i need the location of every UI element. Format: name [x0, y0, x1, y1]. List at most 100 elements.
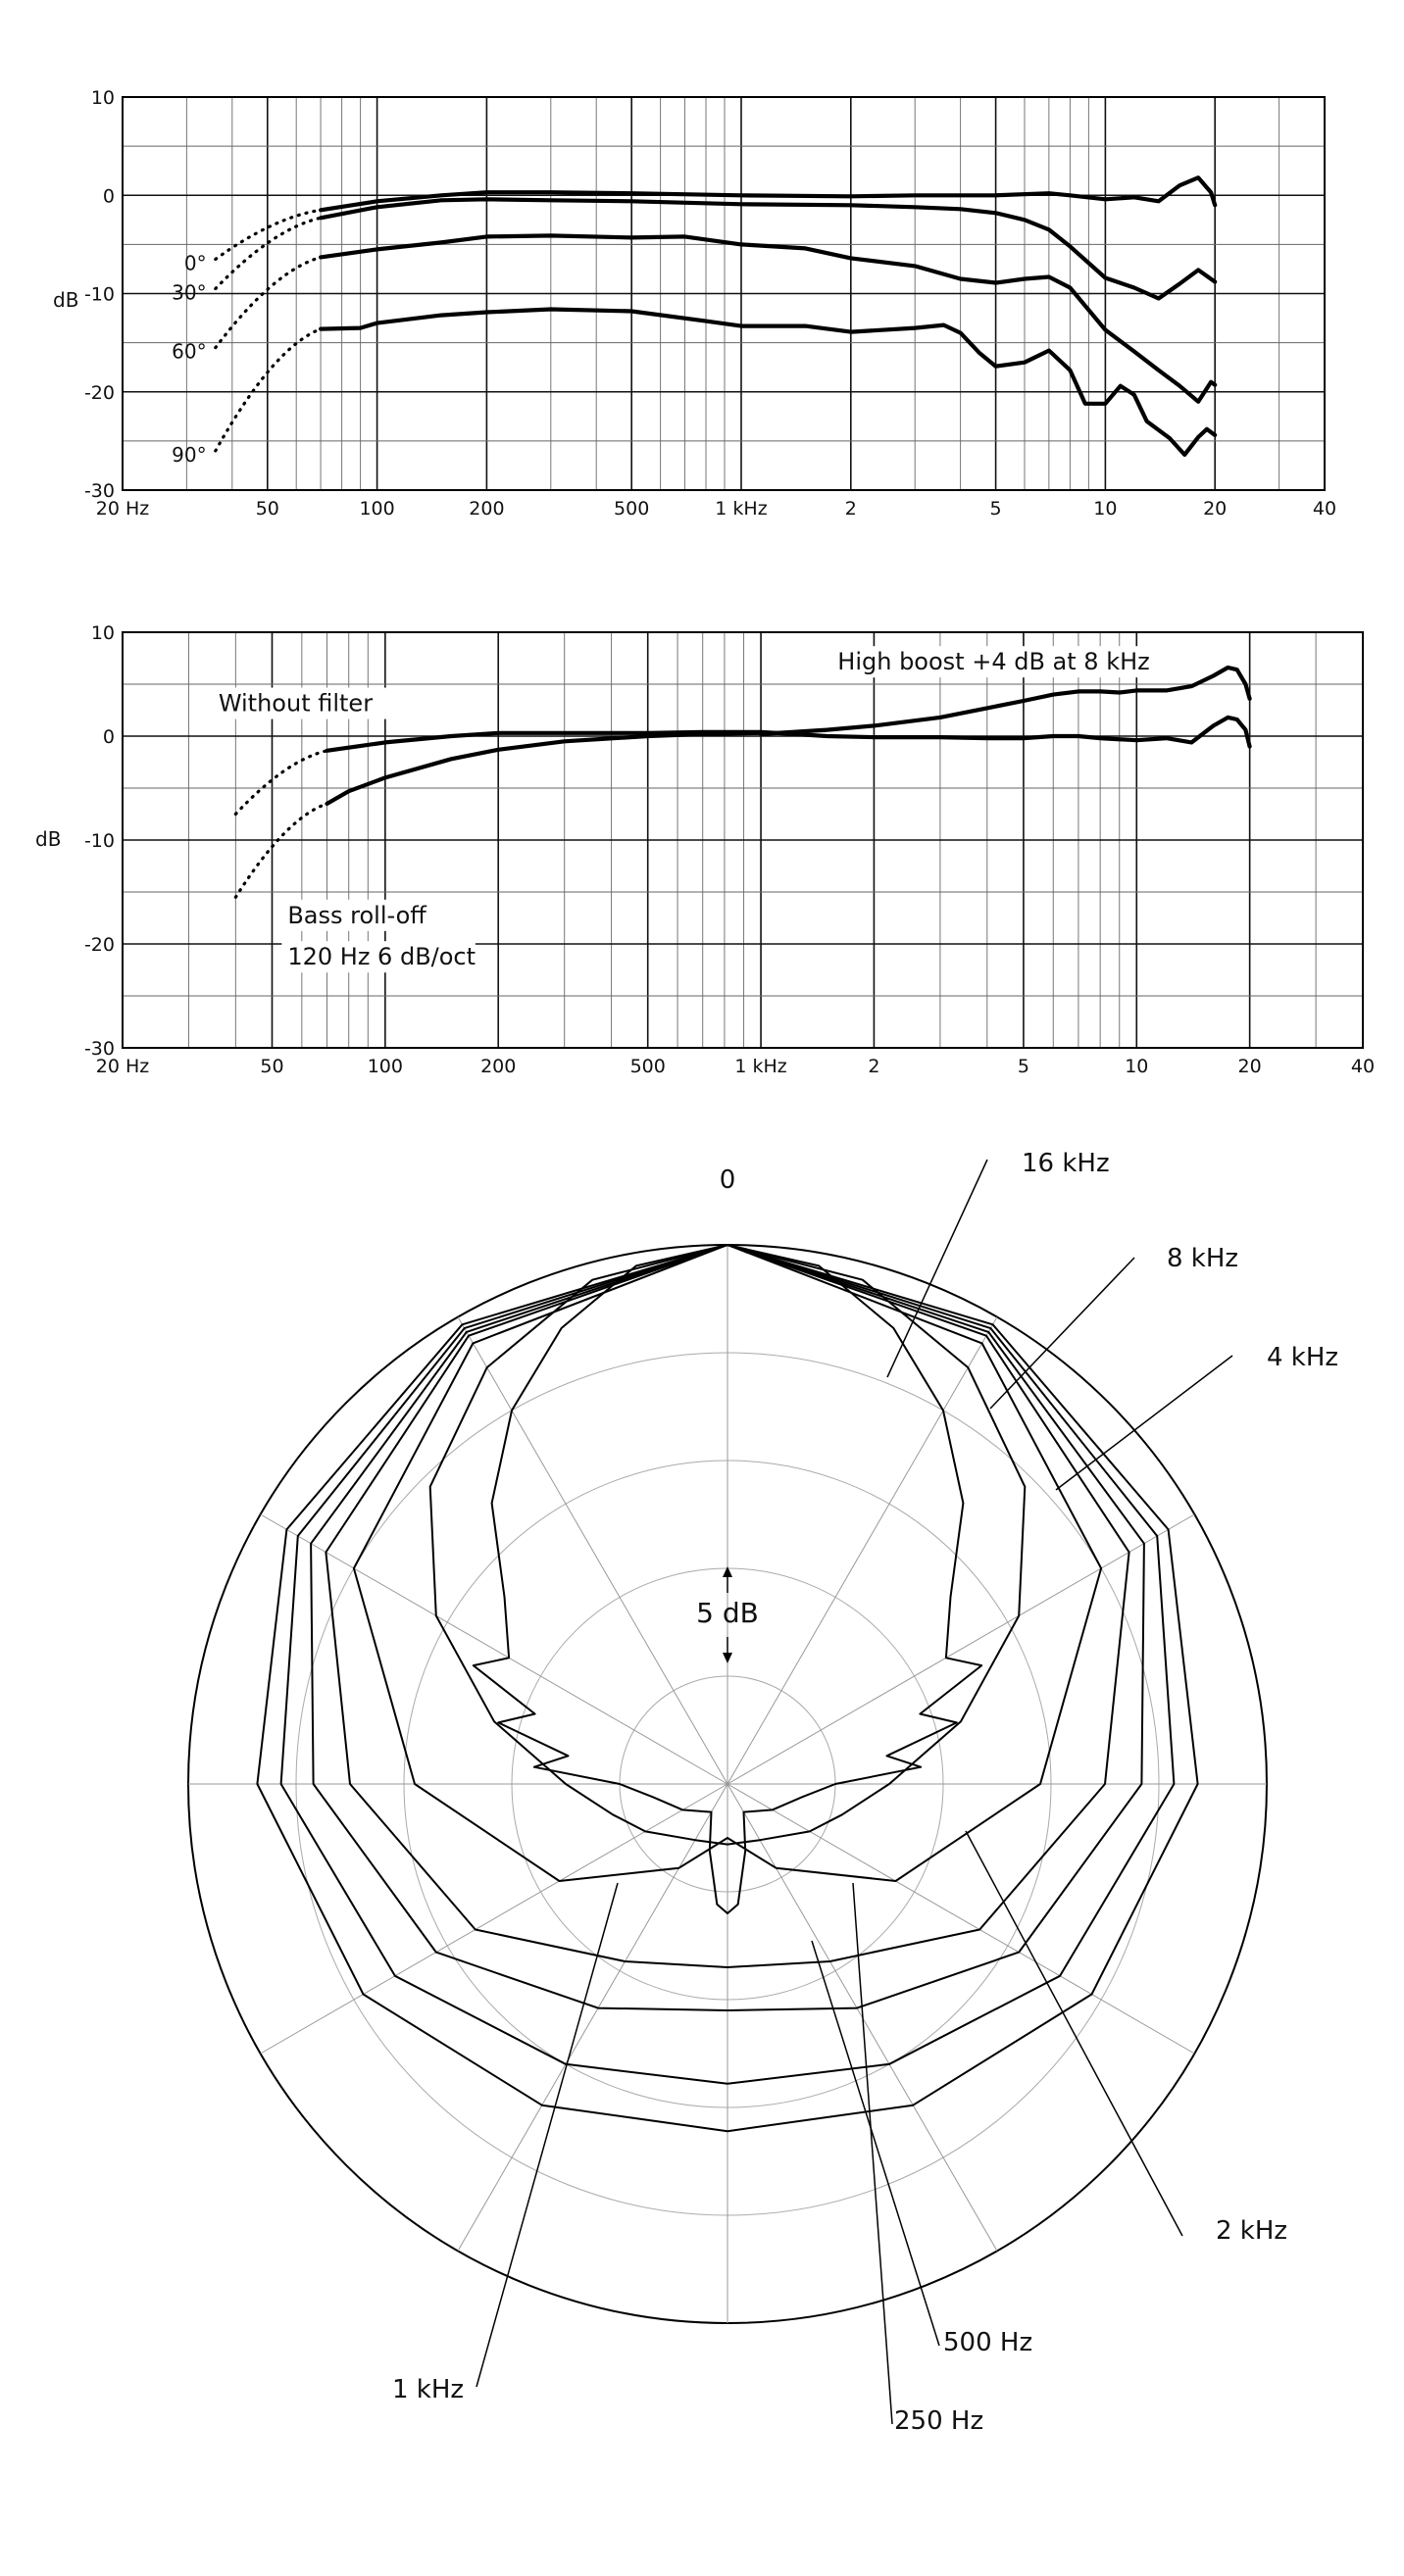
x-tick-label: 200: [469, 498, 504, 520]
polar-series-labels: 16 kHz 8 kHz 4 kHz 2 kHz 500 Hz 250 Hz 1 kHz: [392, 1149, 1338, 2436]
series-label: 60°: [172, 340, 206, 364]
series-line: [319, 307, 1218, 457]
polar-series-label: 4 kHz: [1267, 1343, 1338, 1372]
x-tick-label: 50: [256, 498, 279, 520]
annotation-text: High boost +4 dB at 8 kHz: [837, 648, 1149, 675]
x-tick-label: 1 kHz: [715, 498, 767, 520]
chart1-series: [214, 175, 1218, 457]
polar-spoke: [457, 1783, 728, 2252]
y-tick-label: -30: [84, 1038, 115, 1060]
y-tick-label: 0: [103, 726, 115, 748]
y-tick-label: 0: [103, 185, 115, 207]
extrapolation-dotted: [214, 216, 323, 291]
polar-spoke: [457, 1316, 728, 1785]
annotation-backdrop: [831, 646, 1148, 678]
y-tick-label: 10: [91, 87, 115, 109]
chart2-plot-frame: [122, 631, 1364, 1049]
polar-leader-lines: [476, 1159, 1233, 2425]
polar-spoke: [727, 1783, 1195, 2055]
series-line: [319, 197, 1218, 301]
y-tick-label: -10: [84, 284, 115, 306]
scale-arrows: [723, 1566, 732, 1663]
x-tick-label: 20: [1203, 498, 1227, 520]
chart2-y-axis-label: dB: [35, 827, 61, 851]
series-line: [319, 175, 1218, 213]
y-tick-label: -20: [84, 934, 115, 956]
polar-series-label: 250 Hz: [894, 2406, 983, 2436]
polar-spoke: [727, 1316, 998, 1785]
series-line: [758, 665, 1252, 737]
chart1-series-names: 0° 30° 60° 90°: [172, 251, 206, 466]
leader-line: [476, 1882, 619, 2388]
y-tick-label: -30: [84, 480, 115, 502]
leader-line: [886, 1159, 988, 1378]
polar-series-label: 500 Hz: [943, 2328, 1032, 2357]
annotation-backdrop: [212, 687, 394, 719]
extrapolation-dotted: [214, 208, 323, 262]
annotation-backdrop: [281, 899, 451, 931]
polar-series-label: 16 kHz: [1022, 1149, 1110, 1178]
polar-curve: [428, 1244, 1027, 1846]
x-tick-label: 5: [1018, 1056, 1029, 1077]
chart1-plot-frame: [122, 96, 1326, 491]
extrapolation-dotted: [233, 802, 329, 899]
series-label: 90°: [172, 443, 206, 467]
annotation-text: Bass roll-off: [287, 902, 426, 929]
chart1-grid: [123, 97, 1325, 490]
y-tick-label: 10: [91, 622, 115, 644]
x-tick-label: 100: [359, 498, 394, 520]
extrapolation-dotted: [233, 749, 329, 817]
leader-line: [1055, 1355, 1233, 1491]
leader-line: [965, 1830, 1183, 2237]
x-tick-label: 20 Hz: [96, 498, 150, 520]
x-tick-label: 20 Hz: [96, 1056, 150, 1077]
chart-polar-pattern: 0 5 dB 16 kHz 8 kHz 4 kHz 2 kHz 500 Hz 250 Hz…: [187, 1149, 1338, 2436]
x-tick-label: 200: [480, 1056, 516, 1077]
x-tick-label: 2: [845, 498, 857, 520]
polar-curve: [256, 1244, 1199, 2133]
x-tick-label: 50: [260, 1056, 283, 1077]
annotation-text: 120 Hz 6 dB/oct: [287, 943, 476, 970]
polar-series-label: 1 kHz: [392, 2375, 464, 2404]
y-tick-label: -10: [84, 830, 115, 852]
leader-line: [811, 1940, 940, 2347]
x-tick-label: 10: [1093, 498, 1117, 520]
polar-curve: [352, 1244, 1103, 1882]
series-label: 0°: [184, 251, 207, 274]
polar-curve: [279, 1244, 1176, 2085]
chart1-y-axis-label: dB: [53, 288, 78, 312]
series-line: [325, 715, 1252, 753]
x-tick-label: 5: [990, 498, 1002, 520]
x-tick-label: 20: [1238, 1056, 1262, 1077]
polar-spoke: [260, 1783, 728, 2055]
x-tick-label: 100: [368, 1056, 403, 1077]
annotation-backdrop: [281, 941, 476, 973]
series-line: [319, 233, 1218, 404]
leader-line: [989, 1257, 1135, 1410]
polar-curve: [310, 1244, 1145, 2011]
extrapolation-dotted: [214, 326, 323, 453]
polar-series-label: 2 kHz: [1216, 2216, 1287, 2246]
annotation-text: Without filter: [219, 690, 373, 718]
x-tick-label: 1 kHz: [734, 1056, 786, 1077]
x-tick-label: 40: [1351, 1056, 1375, 1077]
polar-curve: [325, 1244, 1130, 1968]
polar-curve: [472, 1244, 983, 1914]
polar-angle-label: 0: [720, 1165, 736, 1195]
series-line: [325, 730, 764, 807]
polar-scale-label: 5 dB: [696, 1597, 759, 1629]
x-tick-label: 500: [614, 498, 649, 520]
polar-series: [256, 1244, 1199, 2133]
chart2-series: [233, 665, 1252, 899]
polar-spoke: [727, 1513, 1195, 1785]
polar-series-label: 8 kHz: [1167, 1244, 1238, 1273]
series-label: 30°: [172, 281, 206, 305]
leader-line: [852, 1882, 893, 2425]
y-tick-label: -20: [84, 382, 115, 404]
x-tick-label: 500: [630, 1056, 666, 1077]
